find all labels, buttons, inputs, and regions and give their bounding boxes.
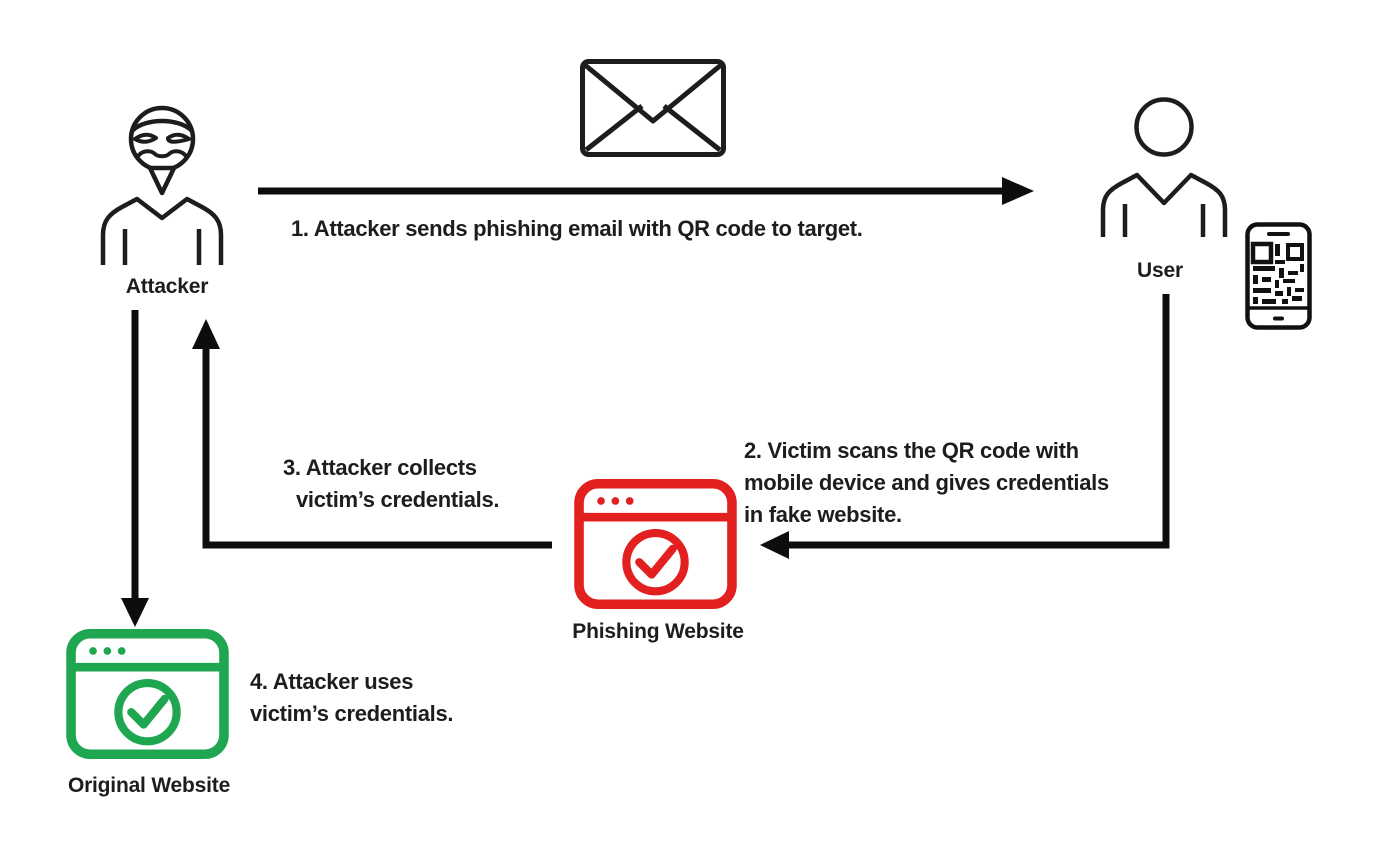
arrowhead-up-icon	[192, 319, 220, 349]
phishing-website-label: Phishing Website	[572, 620, 744, 643]
green-browser-check-icon	[66, 629, 229, 759]
qr-pattern	[1250, 241, 1304, 304]
original-website-label: Original Website	[67, 774, 231, 797]
step-2-line-3: in fake website.	[744, 502, 902, 527]
user-icon	[1100, 97, 1228, 239]
step-2-text: 2. Victim scans the QR code with mobile …	[744, 435, 1109, 531]
step-4-line-2: victim’s credentials.	[250, 701, 454, 726]
attacker-label: Attacker	[125, 275, 209, 298]
step-3-text: 3. Attacker collects victim’s credential…	[283, 452, 500, 516]
step-3-line-1: 3. Attacker collects	[283, 455, 477, 480]
smartphone-qr-code-icon	[1245, 222, 1312, 330]
step-2-line-2: mobile device and gives credentials	[744, 470, 1109, 495]
step-4-line-1: 4. Attacker uses	[250, 669, 414, 694]
arrowhead-left-icon	[760, 531, 789, 559]
masked-attacker-icon	[96, 105, 230, 267]
step-1-text: 1. Attacker sends phishing email with QR…	[291, 216, 863, 241]
user-label: User	[1137, 259, 1183, 282]
arrow-user-to-phishing	[789, 294, 1170, 549]
red-browser-check-icon	[574, 479, 737, 609]
arrowhead-right-icon	[1002, 177, 1034, 205]
step-4-text: 4. Attacker uses victim’s credentials.	[250, 666, 454, 730]
email-envelope-icon	[580, 59, 726, 157]
arrowhead-down-icon	[121, 598, 149, 627]
step-2-line-1: 2. Victim scans the QR code with	[744, 438, 1079, 463]
arrow-phishing-to-attacker	[202, 348, 552, 549]
step-3-line-2: victim’s credentials.	[296, 487, 500, 512]
